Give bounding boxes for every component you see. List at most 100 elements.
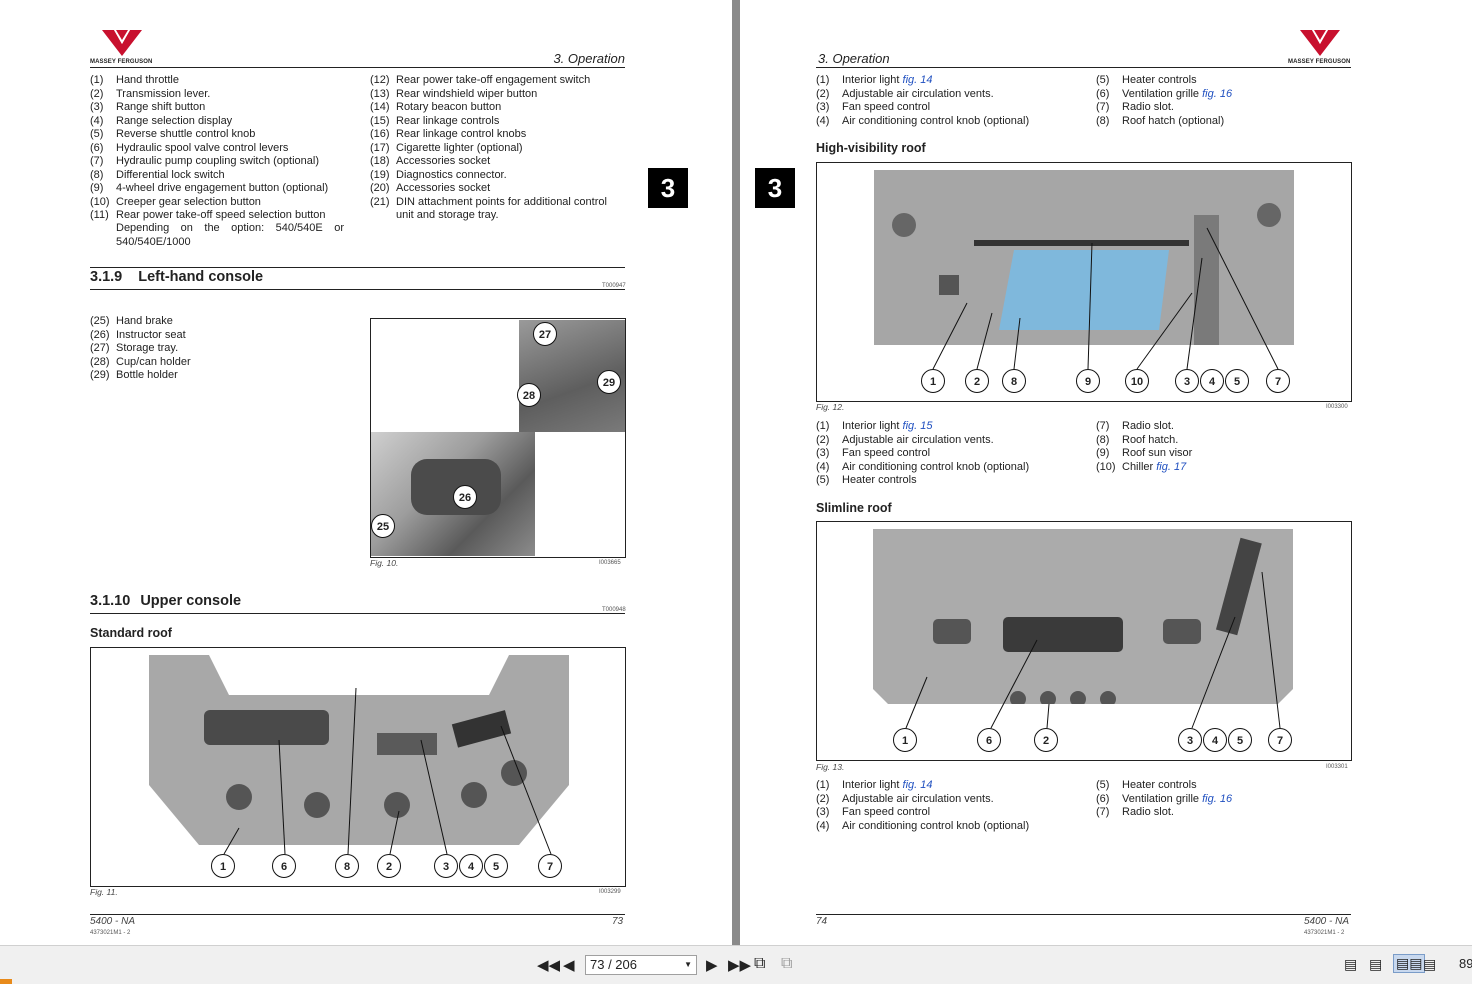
callout-9: 9 (1076, 369, 1100, 393)
copy-icon[interactable]: ⧉ (754, 955, 766, 972)
slim-roof-heading: Slimline roof (816, 501, 892, 515)
list-item: (15)Rear linkage controls (370, 115, 626, 129)
item-number: (8) (1096, 433, 1110, 446)
list-item: (8)Roof hatch (optional) (1096, 115, 1346, 129)
item-number: (6) (1096, 792, 1110, 805)
figure-link[interactable]: fig. 14 (902, 74, 933, 86)
item-text: Cup/can holder (116, 355, 191, 368)
list-item: (2) Transmission lever. (90, 88, 350, 102)
list-item: (5)Heater controls (816, 474, 1086, 488)
list-item: (6) Ventilation grille fig. 16 (1096, 793, 1346, 807)
viewer-toolbar: ◀◀ ◀ 73 / 206▼ ▶ ▶▶ ⧉ ⧉ ▤ ▤ ▤▤ ▤ 89 (0, 945, 1472, 984)
footer-page-number: 73 (612, 916, 624, 927)
figure-link[interactable]: fig. 14 (902, 779, 933, 791)
header-rule (90, 67, 625, 68)
list-item: (12)Rear power take-off engagement switc… (370, 74, 626, 88)
item-text: Rear linkage control knobs (396, 128, 527, 140)
standard-roof-heading: Standard roof (90, 626, 172, 640)
footer-page-number: 74 (816, 916, 828, 927)
page-number-input[interactable]: 73 / 206▼ (585, 955, 697, 975)
callout-2: 2 (377, 854, 401, 878)
heading-rule-top (90, 267, 625, 268)
callout-4: 4 (1200, 369, 1224, 393)
item-number: (1) (816, 779, 830, 791)
std-roof-list-col1: (1)Interior light fig. 14(2)Adjustable a… (816, 74, 1086, 128)
item-text: Fan speed control (842, 806, 931, 818)
item-text: Heater controls (842, 474, 917, 486)
callout-3: 3 (1175, 369, 1199, 393)
item-text: 4-wheel drive engagement button (optiona… (116, 182, 329, 194)
item-text: Roof hatch (optional) (1122, 114, 1225, 127)
list-item: (4)Range selection display (90, 115, 350, 129)
fig13-code: I003301 (1326, 764, 1348, 770)
zoom-level[interactable]: 89 (1459, 956, 1472, 971)
item-number: (7) (1096, 420, 1110, 432)
item11-continuation: Depending on the option: 540/540E or 540… (116, 222, 344, 248)
previous-page-icon[interactable]: ◀ (563, 957, 575, 974)
item-text: Rear windshield wiper button (396, 87, 538, 100)
list-item: (28)Cup/can holder (90, 356, 350, 370)
list-item: (8)Roof hatch. (1096, 434, 1346, 448)
item-number: (2) (90, 87, 104, 100)
footer-rule (90, 914, 625, 915)
figure-link[interactable]: fig. 16 (1202, 792, 1233, 805)
list-item: (7)Hydraulic pump coupling switch (optio… (90, 155, 350, 169)
list-item: (4)Air conditioning control knob (option… (816, 461, 1086, 475)
item-text: Transmission lever. (116, 87, 211, 100)
item-text: Air conditioning control knob (optional) (842, 819, 1030, 832)
heading-3110-rule (90, 613, 625, 614)
first-page-icon[interactable]: ◀◀ (537, 957, 561, 974)
footer-model: 5400 - NA (90, 916, 136, 927)
list-item: (4)Air conditioning control knob (option… (816, 115, 1086, 129)
item-number: (2) (816, 433, 830, 446)
item-text: Heater controls (1122, 779, 1197, 791)
item-number: (21) (370, 195, 390, 208)
item-text: Fan speed control (842, 101, 931, 113)
item-text: Bottle holder (116, 369, 178, 381)
item-number: (4) (816, 114, 830, 127)
callout-6: 6 (977, 728, 1001, 752)
callout-1: 1 (893, 728, 917, 752)
list-item: (6)Ventilation grille fig. 16 (1096, 88, 1346, 102)
item-text: Diagnostics connector. (396, 168, 507, 181)
list-item: (2)Adjustable air circulation vents. (816, 434, 1086, 448)
item-text: Hand throttle (116, 74, 179, 86)
callout-7: 7 (538, 854, 562, 878)
continuous-facing-icon[interactable]: ▤ (1423, 956, 1437, 972)
callout-5: 5 (484, 854, 508, 878)
facing-pages-icon[interactable]: ▤▤ (1393, 954, 1426, 973)
item-text: Hydraulic pump coupling switch (optional… (116, 155, 319, 167)
figure-link[interactable]: fig. 16 (1202, 87, 1233, 100)
callout-1: 1 (921, 369, 945, 393)
item-number: (8) (90, 168, 104, 181)
last-page-icon[interactable]: ▶▶ (728, 957, 752, 974)
next-page-icon[interactable]: ▶ (706, 957, 718, 974)
item-text: Radio slot. (1122, 806, 1174, 818)
item-number: (9) (90, 182, 104, 194)
item-text: Ventilation grille fig. 16 (1122, 792, 1233, 805)
item-number: (3) (816, 447, 830, 459)
list-item: (8)Differential lock switch (90, 169, 350, 183)
item-text: Cigarette lighter (optional) (396, 141, 523, 154)
page-dropdown-icon[interactable]: ▼ (684, 960, 692, 969)
item-number: (11) (90, 209, 109, 221)
single-page-icon[interactable]: ▤ (1344, 956, 1358, 972)
paste-icon[interactable]: ⧉ (781, 955, 793, 972)
list-item: (5)Heater controls (1096, 74, 1346, 88)
slim-list-col1: (1)Interior light fig. 14(2)Adjustable a… (816, 779, 1086, 833)
callout-7: 7 (1266, 369, 1290, 393)
heading-319-code: T000947 (602, 283, 626, 289)
item-number: (17) (370, 141, 390, 154)
item-number: (18) (370, 155, 390, 167)
figure-link[interactable]: fig. 17 (1156, 460, 1187, 473)
figure-link[interactable]: fig. 15 (902, 420, 933, 432)
left-page: MASSEY FERGUSON 3. Operation (1)Hand thr… (0, 0, 732, 945)
list-item: (3)Range shift button (90, 101, 350, 115)
right-page: 3. Operation MASSEY FERGUSON 3 (1)Interi… (740, 0, 1472, 945)
list-item: (19)Diagnostics connector. (370, 169, 626, 183)
continuous-icon[interactable]: ▤ (1369, 956, 1383, 972)
list-item: (3)Fan speed control (816, 806, 1086, 820)
list-item: (5)Heater controls (1096, 779, 1346, 793)
list-item: (4)Air conditioning control knob (option… (816, 820, 1086, 834)
